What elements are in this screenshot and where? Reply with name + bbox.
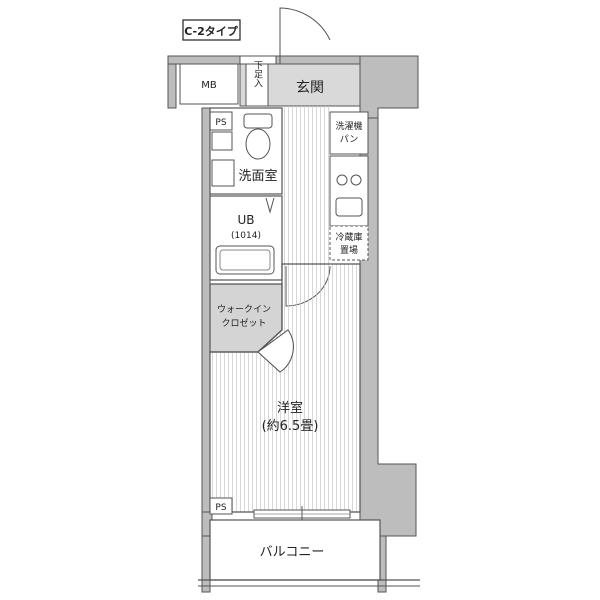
- outer-walls: [167, 55, 419, 593]
- washroom-label: 洗面室: [238, 168, 277, 184]
- unit-bath-label: UB: [237, 213, 254, 227]
- washer-pan-label-1: 洗濯機: [335, 120, 362, 132]
- toilet-bowl: [245, 128, 271, 160]
- mb-label: MB: [201, 80, 217, 91]
- stove-burner-icon: [350, 174, 362, 186]
- fridge-label-1: 冷蔵庫: [335, 231, 362, 243]
- unit-bath: UB (1014): [209, 195, 283, 281]
- balcony-label: バルコニー: [260, 545, 325, 560]
- shoe-box-label: 下足入: [252, 61, 263, 88]
- washer-pan-label-2: パン: [340, 134, 358, 145]
- ps-bottom-label: PS: [215, 503, 226, 513]
- washroom: 洗面室: [209, 107, 283, 195]
- western-room-label: 洋室: [277, 400, 303, 416]
- entrance-area: 下足入 玄関: [239, 7, 361, 107]
- entrance-label: 玄関: [296, 79, 324, 96]
- type-label-text: C-2タイプ: [184, 24, 239, 38]
- ps-top-label: PS: [215, 118, 226, 128]
- western-room-size: (約6.5畳): [262, 419, 319, 434]
- toilet-tank: [243, 113, 273, 129]
- washer-pan: 洗濯機 パン: [329, 111, 369, 155]
- kitchen-counter: [329, 155, 369, 227]
- western-room: 洋室 (約6.5畳): [209, 263, 361, 513]
- sink: [211, 159, 235, 187]
- ps-top: PS: [209, 111, 233, 151]
- corridor-floor: [282, 106, 330, 264]
- type-label: C-2タイプ: [182, 19, 241, 41]
- fridge-space: 冷蔵庫 置場: [329, 225, 369, 261]
- mb-room: MB: [179, 63, 239, 105]
- stove-burner-icon: [336, 174, 348, 186]
- ps-bottom: PS: [209, 497, 233, 515]
- kitchen-sink: [335, 197, 363, 217]
- entrance-door: [279, 7, 331, 64]
- bathtub: [215, 245, 275, 275]
- closet-label-2: クロゼット: [221, 317, 266, 329]
- unit-bath-size: (1014): [231, 231, 261, 241]
- fridge-label-2: 置場: [340, 244, 358, 256]
- balcony-window: [253, 506, 351, 522]
- closet-label-1: ウォークイン: [217, 304, 271, 315]
- balcony: バルコニー: [198, 519, 420, 587]
